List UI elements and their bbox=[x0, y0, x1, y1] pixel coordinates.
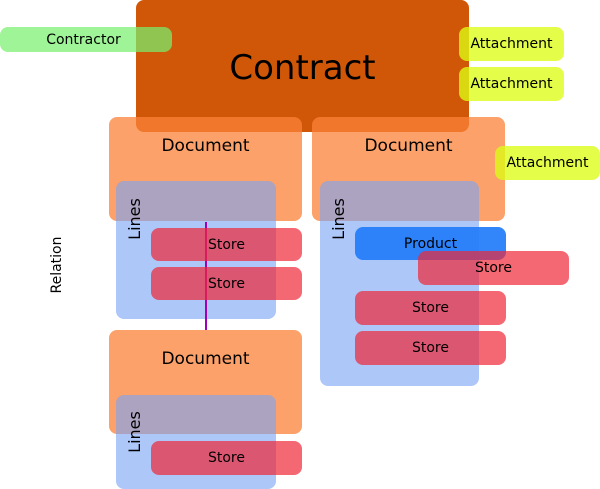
attachment-box: Attachment bbox=[459, 67, 564, 101]
store-box: Store bbox=[355, 291, 506, 325]
store-box: Store bbox=[151, 267, 302, 300]
attachment-label: Attachment bbox=[506, 155, 589, 171]
store-label: Store bbox=[474, 260, 512, 276]
lines-label: Lines bbox=[328, 198, 348, 240]
store-box: Store bbox=[151, 228, 302, 261]
store-box: Store bbox=[418, 251, 569, 285]
attachment-label: Attachment bbox=[470, 36, 553, 52]
product-label: Product bbox=[403, 235, 458, 252]
store-box: Store bbox=[151, 441, 302, 475]
contractor-label: Contractor bbox=[46, 31, 121, 48]
document-label: Document bbox=[364, 136, 453, 156]
store-box: Store bbox=[355, 331, 506, 365]
store-label: Store bbox=[207, 275, 245, 292]
document-label: Document bbox=[161, 136, 250, 156]
lines-label: Lines bbox=[124, 411, 144, 453]
contractor-box: Contractor bbox=[0, 27, 172, 52]
store-label: Store bbox=[207, 450, 245, 466]
attachment-box: Attachment bbox=[495, 146, 600, 180]
attachment-label: Attachment bbox=[470, 76, 553, 92]
contract-label: Contract bbox=[229, 48, 376, 88]
relation-label: Relation bbox=[49, 236, 65, 294]
store-label: Store bbox=[411, 300, 449, 316]
document-label: Document bbox=[161, 349, 250, 369]
store-label: Store bbox=[411, 340, 449, 356]
lines-label: Lines bbox=[124, 198, 144, 240]
store-label: Store bbox=[207, 236, 245, 253]
attachment-box: Attachment bbox=[459, 27, 564, 61]
contract-box: Contract bbox=[136, 0, 469, 132]
